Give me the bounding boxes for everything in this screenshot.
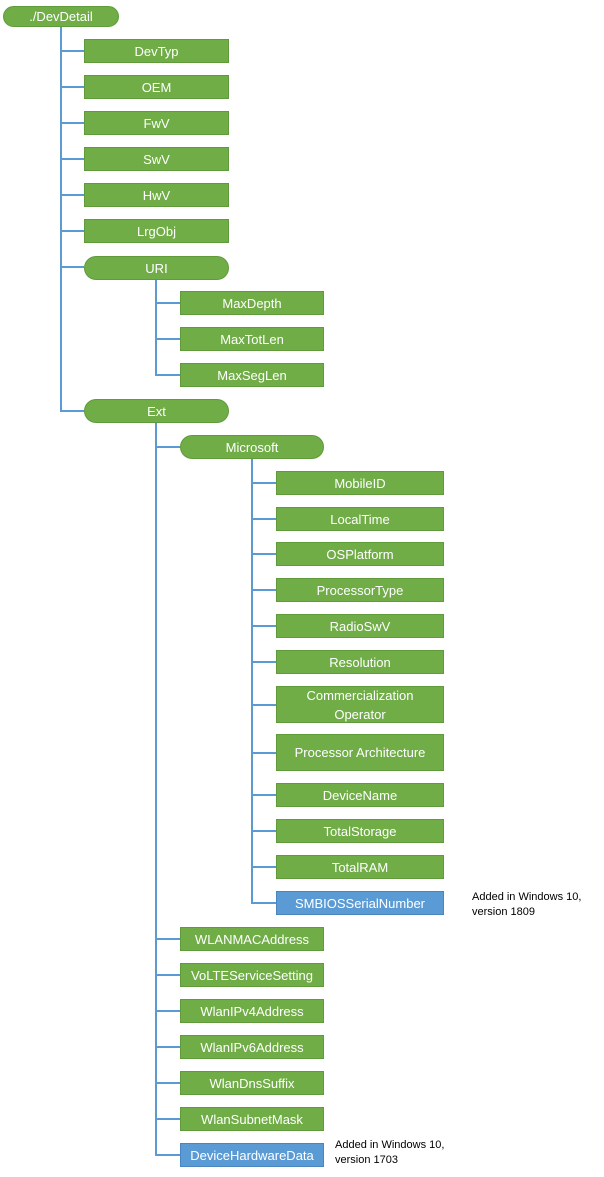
connector-maxtotlen bbox=[155, 338, 180, 340]
connector-commercializationoperator bbox=[251, 704, 276, 706]
note-smbiosserialnumber: Added in Windows 10, version 1809 bbox=[472, 891, 582, 918]
note-devicehardwaredata: Added in Windows 10, version 1703 bbox=[335, 1139, 445, 1166]
node-devicehardwaredata: DeviceHardwareData bbox=[180, 1143, 324, 1167]
node-processorarchitecture: Processor Architecture bbox=[276, 734, 444, 771]
connector-wlanipv6address bbox=[155, 1046, 180, 1048]
connector-radioswv bbox=[251, 625, 276, 627]
node-processortype: ProcessorType bbox=[276, 578, 444, 602]
connector-devicehardwaredata bbox=[155, 1154, 180, 1156]
node-wlanipv6address: WlanIPv6Address bbox=[180, 1035, 324, 1059]
node-wlansubnetmask: WlanSubnetMask bbox=[180, 1107, 324, 1131]
node-resolution: Resolution bbox=[276, 650, 444, 674]
node-microsoft: Microsoft bbox=[180, 435, 324, 459]
connector-microsoft-vertical bbox=[251, 458, 253, 903]
node-totalram: TotalRAM bbox=[276, 855, 444, 879]
node-mobileid: MobileID bbox=[276, 471, 444, 495]
connector-wlanmacaddress bbox=[155, 938, 180, 940]
connector-fwv bbox=[60, 122, 84, 124]
node-maxdepth: MaxDepth bbox=[180, 291, 324, 315]
connector-hwv bbox=[60, 194, 84, 196]
connector-wlanipv4address bbox=[155, 1010, 180, 1012]
connector-totalram bbox=[251, 866, 276, 868]
node-uri: URI bbox=[84, 256, 229, 280]
node-ext: Ext bbox=[84, 399, 229, 423]
node-oem: OEM bbox=[84, 75, 229, 99]
node-volteservicesetting: VoLTEServiceSetting bbox=[180, 963, 324, 987]
node-wlandnssuffix: WlanDnsSuffix bbox=[180, 1071, 324, 1095]
connector-resolution bbox=[251, 661, 276, 663]
node-devdetail-root: ./DevDetail bbox=[3, 6, 119, 27]
connector-wlansubnetmask bbox=[155, 1118, 180, 1120]
node-devtyp: DevTyp bbox=[84, 39, 229, 63]
node-totalstorage: TotalStorage bbox=[276, 819, 444, 843]
connector-microsoft bbox=[155, 446, 180, 448]
node-radioswv: RadioSwV bbox=[276, 614, 444, 638]
connector-devicename bbox=[251, 794, 276, 796]
connector-root-vertical bbox=[60, 26, 62, 411]
connector-mobileid bbox=[251, 482, 276, 484]
connector-totalstorage bbox=[251, 830, 276, 832]
node-commercializationoperator: Commercialization Operator bbox=[276, 686, 444, 723]
node-localtime: LocalTime bbox=[276, 507, 444, 531]
node-osplatform: OSPlatform bbox=[276, 542, 444, 566]
connector-maxdepth bbox=[155, 302, 180, 304]
node-swv: SwV bbox=[84, 147, 229, 171]
connector-wlandnssuffix bbox=[155, 1082, 180, 1084]
connector-ext-vertical bbox=[155, 422, 157, 1155]
connector-devtyp bbox=[60, 50, 84, 52]
connector-processortype bbox=[251, 589, 276, 591]
connector-oem bbox=[60, 86, 84, 88]
connector-smbiosserialnumber bbox=[251, 902, 276, 904]
node-wlanipv4address: WlanIPv4Address bbox=[180, 999, 324, 1023]
connector-ext bbox=[60, 410, 84, 412]
connector-uri bbox=[60, 266, 84, 268]
node-wlanmacaddress: WLANMACAddress bbox=[180, 927, 324, 951]
node-hwv: HwV bbox=[84, 183, 229, 207]
node-maxtotlen: MaxTotLen bbox=[180, 327, 324, 351]
node-maxseglen: MaxSegLen bbox=[180, 363, 324, 387]
connector-maxseglen bbox=[155, 374, 180, 376]
node-smbiosserialnumber: SMBIOSSerialNumber bbox=[276, 891, 444, 915]
node-lrgobj: LrgObj bbox=[84, 219, 229, 243]
connector-lrgobj bbox=[60, 230, 84, 232]
connector-processorarchitecture bbox=[251, 752, 276, 754]
connector-swv bbox=[60, 158, 84, 160]
connector-uri-vertical bbox=[155, 279, 157, 376]
connector-localtime bbox=[251, 518, 276, 520]
node-devicename: DeviceName bbox=[276, 783, 444, 807]
node-fwv: FwV bbox=[84, 111, 229, 135]
connector-osplatform bbox=[251, 553, 276, 555]
connector-volteservicesetting bbox=[155, 974, 180, 976]
